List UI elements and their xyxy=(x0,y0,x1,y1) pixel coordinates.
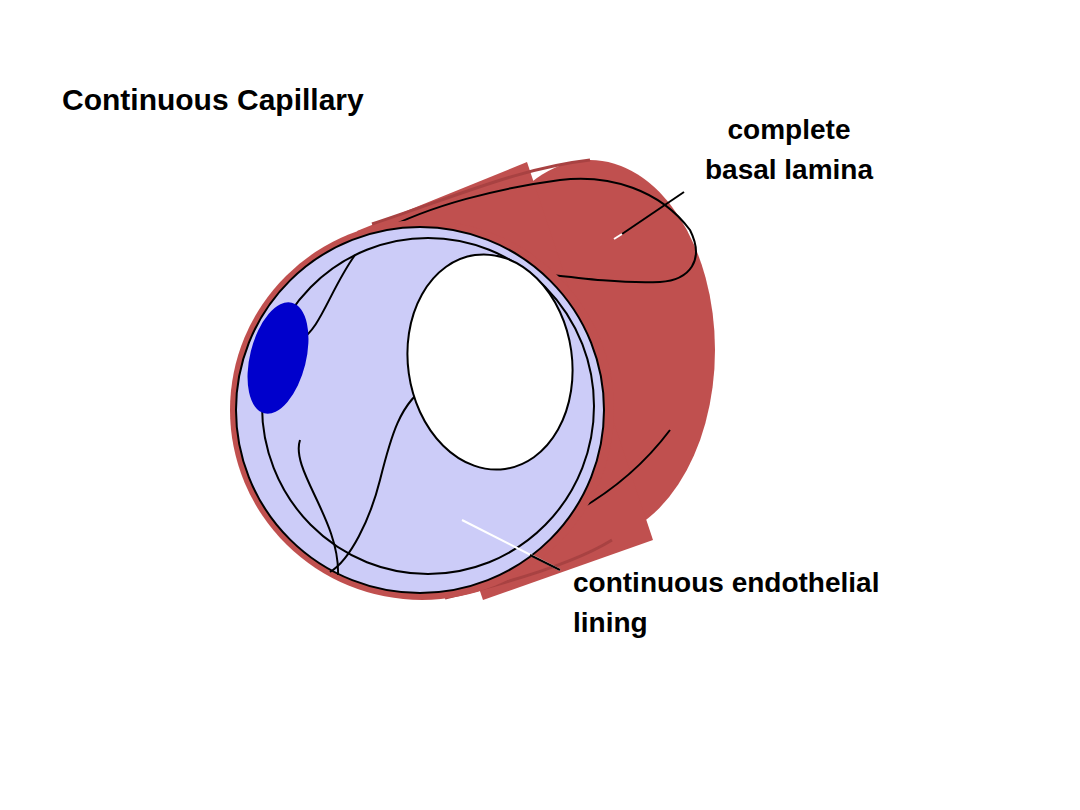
leader-line xyxy=(530,555,560,570)
basal-lamina-label: complete basal lamina xyxy=(694,110,884,190)
cell-junction xyxy=(330,385,430,572)
endothelial-inner-edge xyxy=(262,238,594,574)
endothelium-label: continuous endothelial lining xyxy=(573,563,943,643)
endothelial-face xyxy=(236,227,604,593)
leader-line-tip xyxy=(614,234,622,239)
leader-line xyxy=(462,520,560,570)
cylinder-top-edge xyxy=(372,160,590,224)
capillary-lumen xyxy=(394,244,586,481)
leader-line xyxy=(622,192,684,234)
diagram-title: Continuous Capillary xyxy=(62,80,364,120)
cell-junction xyxy=(299,255,355,575)
endothelial-nucleus xyxy=(237,296,319,420)
basal-lamina-rim xyxy=(230,220,614,600)
